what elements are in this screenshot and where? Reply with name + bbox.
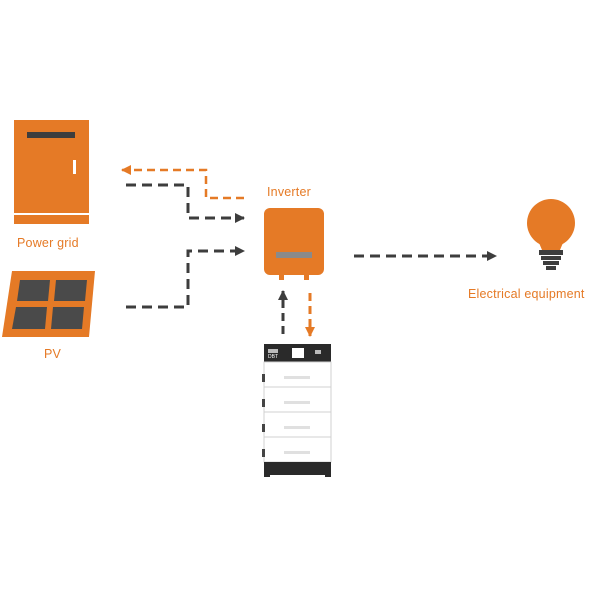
light-bulb-icon xyxy=(527,199,575,270)
battery-stack-icon: DBT xyxy=(262,344,332,477)
power-grid-label: Power grid xyxy=(17,236,79,250)
electrical-equipment-label: Electrical equipment xyxy=(468,287,585,301)
pv-panel-icon xyxy=(2,271,95,337)
grid-to-inverter-arrow xyxy=(126,183,245,223)
inverter-label: Inverter xyxy=(267,185,311,199)
pv-label: PV xyxy=(44,347,62,361)
inverter-icon xyxy=(264,208,324,280)
battery-brand-label: DBT xyxy=(268,354,278,360)
pv-to-inverter-arrow xyxy=(126,246,245,309)
power-grid-cabinet-icon xyxy=(14,120,89,224)
inverter-to-grid-arrow xyxy=(121,165,244,200)
